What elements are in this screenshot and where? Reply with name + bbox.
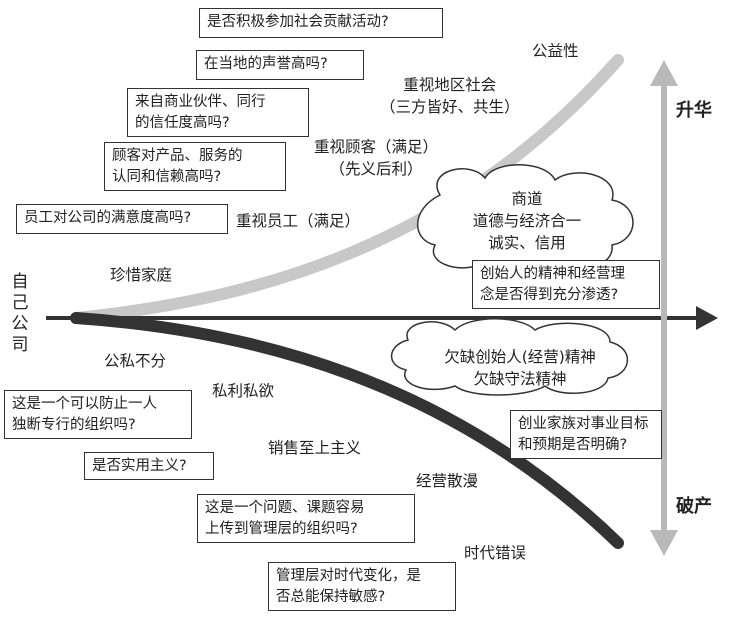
upper-label-community: 重视地区社会 （三方皆好、共生） <box>380 76 520 116</box>
question-founder-spirit: 创始人的精神和经营理 念是否得到充分渗透? <box>472 260 660 309</box>
lower-label-public-private: 公私不分 <box>104 352 167 370</box>
lower-label-sales-first: 销售至上主义 <box>268 439 362 457</box>
question-customer-trust: 顾客对产品、服务的 认同和信赖高吗? <box>104 142 286 191</box>
x-axis-arrowhead <box>696 306 718 330</box>
cloud-upper <box>416 164 634 277</box>
question-social-contribution: 是否积极参加社会贡献活动? <box>199 8 443 38</box>
upper-curve-end-label: 公益性 <box>532 42 579 60</box>
question-escalation: 这是一个问题、课题容易 上传到管理层的组织吗? <box>197 494 415 543</box>
lower-label-outdated: 时代错误 <box>464 544 527 562</box>
lower-label-lax-management: 经营散漫 <box>416 472 479 490</box>
question-partner-trust: 来自商业伙伴、同行 的信任度高吗? <box>127 88 309 137</box>
y-axis-bottom-label: 破产 <box>676 496 712 517</box>
y-axis-arrowhead-down <box>650 530 678 556</box>
cloud-upper-text: 商道 道德与经济合一 诚实、信用 <box>472 190 582 252</box>
cloud-lower-text: 欠缺创始人(经营)精神 欠缺守法精神 <box>444 348 596 388</box>
lower-curve <box>70 312 624 549</box>
question-local-reputation: 在当地的声誉高吗? <box>196 50 364 80</box>
y-axis-arrowhead-up <box>650 60 678 86</box>
cloud-lower <box>390 318 629 396</box>
question-employee-satisfaction: 员工对公司的满意度高吗? <box>16 204 228 234</box>
upper-curve <box>70 54 624 324</box>
lower-label-self-interest: 私利私欲 <box>212 382 275 400</box>
y-axis-top-label: 升华 <box>676 100 712 121</box>
upper-label-employees: 重视员工（满足） <box>236 212 361 230</box>
x-axis-label: 自己 公司 <box>11 272 29 355</box>
question-prevent-autocracy: 这是一个可以防止一人 独断专行的组织吗? <box>4 390 192 439</box>
question-family-goals: 创业家族对事业目标 和预期是否明确? <box>510 410 662 459</box>
upper-label-family: 珍惜家庭 <box>110 266 173 284</box>
upper-label-customers: 重视顾客（满足） （先义后利） <box>314 138 439 178</box>
question-pragmatism: 是否实用主义? <box>84 452 214 480</box>
question-sensitivity-to-change: 管理层对时代变化，是 否总能保持敏感? <box>268 562 456 611</box>
